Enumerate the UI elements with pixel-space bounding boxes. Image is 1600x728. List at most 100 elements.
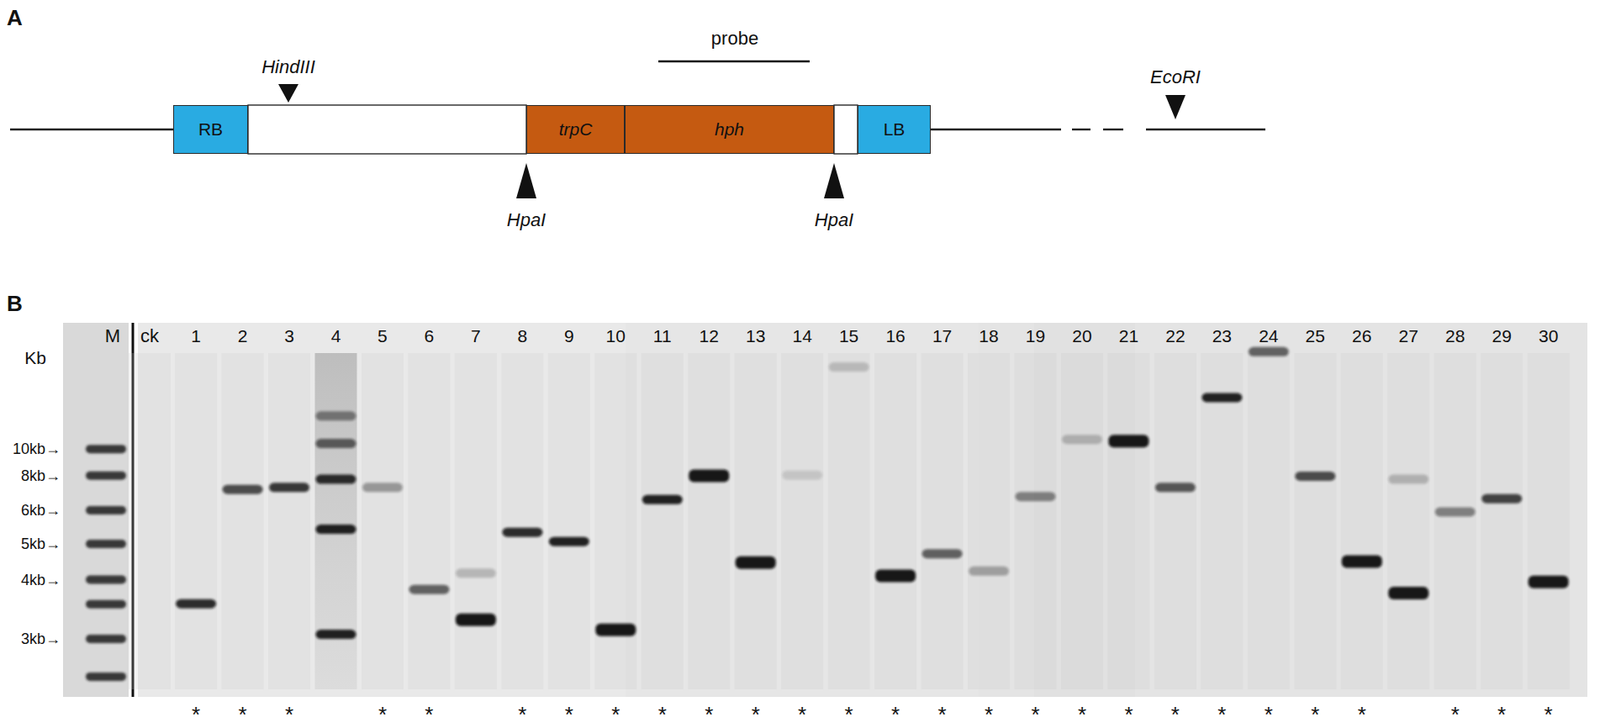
lane-number: 12: [699, 326, 719, 347]
marker-band: [85, 672, 127, 682]
lane-number: 3: [284, 326, 295, 347]
genomic-dash: [1103, 128, 1124, 131]
lane-number: 5: [377, 326, 388, 347]
gel-lane: [1341, 353, 1384, 690]
gel-lane: [781, 353, 824, 690]
selection-star: *: [1077, 702, 1087, 728]
lane-number: 30: [1538, 326, 1558, 347]
selection-star: *: [237, 702, 247, 728]
lane-number: 18: [978, 326, 999, 347]
gel-lane: [1434, 353, 1477, 690]
blot-band: [688, 469, 729, 483]
lane-label: ck: [140, 325, 159, 347]
marker-band: [85, 539, 127, 549]
lane-number: 14: [792, 326, 812, 347]
selection-star: *: [1264, 702, 1273, 728]
selection-star: *: [1124, 702, 1133, 728]
lane-number: 15: [839, 326, 859, 347]
gel-lane: [407, 353, 450, 690]
gel-lane: [828, 353, 871, 690]
blot-band: [1341, 554, 1383, 568]
selection-star: *: [704, 702, 713, 728]
gel-lane: [1247, 353, 1290, 690]
selection-star: *: [424, 702, 434, 728]
genomic-line: [10, 128, 174, 131]
selection-star: *: [1030, 702, 1040, 728]
gel-lane: [1154, 353, 1197, 690]
t-dna-map: [10, 61, 1266, 199]
genomic-line: [1145, 128, 1266, 131]
selection-star: *: [1451, 702, 1460, 728]
blot-band: [875, 569, 916, 582]
node-label: LB: [883, 119, 906, 140]
genomic-line: [930, 128, 1062, 131]
lane-number: 4: [331, 326, 342, 347]
gel-lane: [174, 353, 217, 690]
blot-band: [1388, 586, 1429, 600]
blot-band: [1248, 347, 1289, 357]
selection-star: *: [1497, 702, 1506, 728]
border-box: RB: [173, 105, 249, 154]
marker-panel: [63, 322, 129, 698]
lane-number: 1: [190, 326, 201, 347]
gel-lane: [361, 353, 404, 690]
gel-lane: [594, 353, 637, 690]
gel-lane: [687, 353, 730, 690]
lane-number: 20: [1071, 326, 1092, 347]
blot-band: [315, 411, 356, 421]
marker-band: [85, 634, 127, 644]
gel-lane: [967, 353, 1010, 690]
selection-star: *: [844, 702, 854, 728]
gel-lane: [921, 353, 964, 690]
lane-number: 29: [1491, 326, 1511, 347]
gel-lane: [734, 353, 777, 690]
selection-star: *: [1357, 702, 1367, 728]
lane-number: 24: [1258, 326, 1278, 347]
lane-number: 25: [1305, 326, 1326, 347]
gel-lane: [1014, 353, 1057, 690]
selection-star: *: [891, 702, 900, 728]
selection-star: *: [565, 702, 574, 728]
blot-band: [1108, 434, 1149, 448]
marker-band: [85, 575, 127, 585]
gel-lane: [1293, 353, 1336, 690]
gene-box: hph: [624, 105, 835, 154]
blot-band: [642, 495, 683, 505]
gel-lane: [874, 353, 917, 690]
size-marker: 4kb→: [21, 571, 61, 590]
site-label: HpaI: [814, 209, 854, 231]
selection-star: *: [751, 702, 761, 728]
marker-band: [85, 444, 127, 454]
blot-band: [315, 524, 356, 534]
selection-star: *: [611, 702, 620, 728]
blot-band: [269, 482, 310, 492]
marker-band: [85, 471, 127, 481]
probe-label: probe: [711, 27, 759, 49]
blot-band: [1481, 494, 1522, 504]
size-marker: 8kb→: [21, 467, 61, 486]
vector-region: [248, 105, 527, 154]
gel-lane: [1061, 353, 1104, 690]
blot-band: [315, 629, 356, 639]
panel-letter: A: [6, 5, 23, 32]
site-marker: [1165, 95, 1186, 120]
site-label: EcoRI: [1150, 66, 1201, 88]
selection-star: *: [797, 702, 807, 728]
blot-band: [175, 599, 217, 609]
selection-star: *: [285, 702, 294, 728]
lane-number: 8: [517, 326, 529, 347]
lane-number: 10: [606, 326, 626, 347]
gel-lane: [501, 353, 544, 690]
blot-band: [1155, 482, 1196, 492]
gel-lane: [1107, 353, 1150, 690]
panel-letter: B: [6, 291, 23, 317]
blot-band: [1015, 491, 1057, 502]
lane-number: 13: [745, 326, 766, 347]
gel-lane: [128, 353, 171, 690]
size-marker: 5kb→: [21, 535, 61, 554]
gel-lane: [1387, 353, 1430, 690]
marker-band: [85, 506, 127, 515]
gel-lane: [1480, 353, 1523, 690]
lane-number: 26: [1351, 326, 1372, 347]
blot-band: [222, 485, 264, 495]
